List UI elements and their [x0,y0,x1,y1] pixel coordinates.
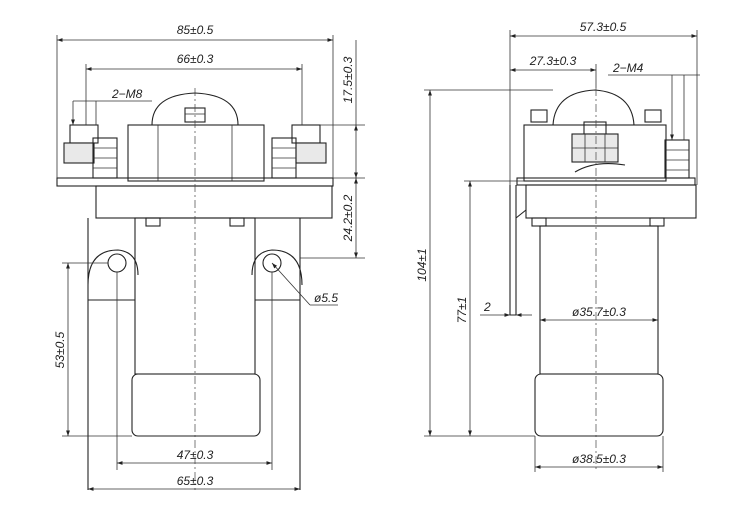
side-bracket-thickness: 2 [483,300,491,314]
side-center-nut [571,121,626,173]
front-left-terminal [63,124,118,179]
front-hole-diameter: ø5.5 [314,291,338,305]
side-housing [523,124,667,182]
front-width-overall: 85±0.5 [177,23,214,37]
front-right-terminal [271,124,327,179]
side-l-bracket [509,185,527,316]
side-terminal-offset: 27.3±0.3 [529,54,577,68]
front-coil-width: 47±0.3 [177,448,214,462]
side-coil-thread: 2−M4 [612,61,644,75]
front-base-width: 65±0.3 [177,474,214,488]
side-width-overall: 57.3±0.5 [580,20,627,34]
front-terminal-thread: 2−M8 [111,87,143,101]
front-housing [127,124,265,182]
side-coil-terminal [664,139,690,179]
side-view [509,88,697,472]
side-bottom-cap [534,373,664,437]
front-left-hole [107,253,127,273]
front-bracket-height: 24.2±0.2 [341,194,355,242]
front-bottom-cap [131,373,261,437]
side-body-height: 77±1 [455,297,469,324]
front-bracket [95,185,333,219]
front-dimensions: 85±0.5 66±0.3 2−M8 17.5±0.3 24.2±0.2 ø5.… [53,23,365,491]
side-total-height: 104±1 [415,248,429,281]
side-top-dome [552,89,635,126]
side-coil [539,225,659,375]
front-left-flange [87,218,139,490]
side-cap-diameter: ø38.5±0.3 [572,452,626,466]
front-view [56,88,334,490]
front-right-flange [251,218,303,490]
front-hole-height: 53±0.5 [53,331,67,368]
side-bracket [525,184,697,219]
front-terminal-height: 17.5±0.3 [341,56,355,103]
side-coil-diameter: ø35.7±0.3 [572,305,626,319]
side-dimensions: 57.3±0.5 27.3±0.3 2−M4 104±1 77±1 2 ø35.… [415,20,700,472]
front-mount-spacing: 66±0.3 [177,52,214,66]
